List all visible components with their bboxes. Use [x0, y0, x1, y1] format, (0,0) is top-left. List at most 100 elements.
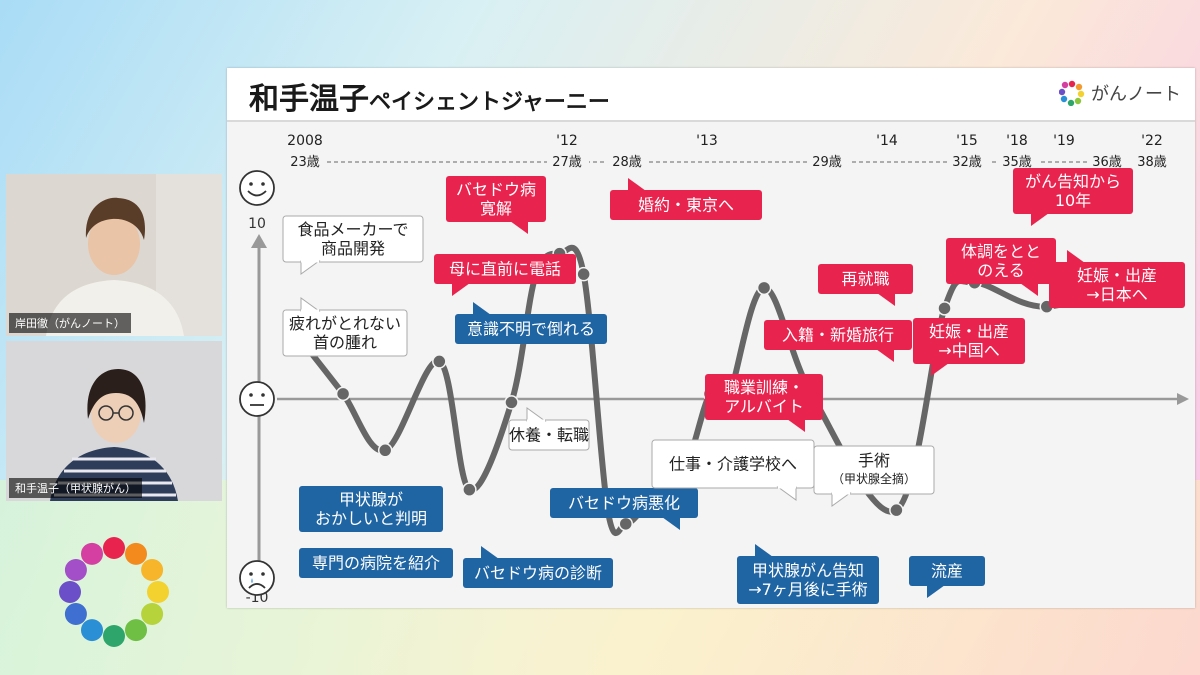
slide-title: 和手温子ペイシェントジャーニー — [249, 74, 610, 118]
event-label: 首の腫れ — [313, 333, 377, 352]
timeline-year: '15 — [956, 133, 978, 149]
journey-point — [937, 301, 952, 316]
brand-name: がんノート — [1091, 84, 1181, 105]
event-label: おかしいと判明 — [315, 509, 427, 528]
timeline-age: 27歳 — [552, 155, 582, 170]
event-label: 仕事・介護学校へ — [669, 455, 797, 474]
timeline-year: '14 — [876, 133, 898, 149]
journey-point — [618, 516, 634, 532]
logo-dot — [125, 619, 147, 642]
journey-point — [335, 386, 351, 402]
event-label: 商品開発 — [321, 239, 385, 258]
event-label: 入籍・新婚旅行 — [782, 326, 894, 345]
event-label: 体調をとと — [961, 242, 1041, 261]
logo-dot — [103, 625, 125, 647]
event-label: 妊娠・出産 — [929, 322, 1009, 341]
timeline-year: '18 — [1006, 133, 1028, 149]
event-label: がん告知から — [1025, 172, 1121, 191]
slide-title-sub: ペイシェントジャーニー — [369, 90, 610, 115]
timeline-age-bg — [947, 153, 989, 169]
timeline-age: 35歳 — [1002, 155, 1032, 170]
ganote-logo-icon — [59, 537, 169, 647]
timeline-age-bg — [285, 153, 327, 169]
event-label: →中国へ — [938, 341, 999, 360]
event-callout: 母に直前に電話 — [434, 254, 576, 296]
event-callout: バセドウ病の診断 — [463, 546, 613, 588]
event-label: 流産 — [931, 562, 963, 581]
journey-point — [576, 266, 591, 282]
event-label: 休養・転職 — [509, 426, 589, 445]
event-callout: 甲状腺がん告知→7ヶ月後に手術 — [737, 544, 879, 604]
timeline-age: 32歳 — [952, 155, 982, 170]
neutral-face-icon — [239, 381, 275, 417]
event-callout: 妊娠・出産→中国へ — [913, 318, 1025, 376]
timeline-age: 29歳 — [812, 155, 842, 170]
event-label: 食品メーカーで — [297, 220, 408, 239]
timeline-age-bg — [807, 153, 849, 169]
logo-dot — [141, 603, 164, 625]
brand-logo-icon — [1059, 80, 1085, 106]
journey-point — [377, 443, 393, 458]
event-callout: 婚約・東京へ — [610, 178, 762, 220]
event-label: →日本へ — [1086, 285, 1147, 304]
event-callout: 手術（甲状腺全摘） — [813, 445, 935, 507]
event-callout: 休養・転職 — [508, 407, 590, 451]
slide-header: 和手温子ペイシェントジャーニー がんノート — [227, 68, 1195, 122]
participant-1-name: 岸田徹（がんノート） — [9, 313, 131, 333]
event-callout: 意識不明で倒れる — [455, 302, 607, 344]
event-callout: 妊娠・出産→日本へ — [1049, 250, 1185, 308]
event-callout: 入籍・新婚旅行 — [764, 320, 912, 362]
logo-dot — [125, 542, 147, 565]
event-label: のえる — [977, 261, 1025, 280]
event-label: 甲状腺が — [339, 490, 403, 509]
event-label: 寛解 — [480, 199, 512, 218]
participant-video-2[interactable]: 和手温子（甲状腺がん） — [6, 341, 222, 501]
event-label: →7ヶ月後に手術 — [748, 580, 868, 599]
event-callout: 専門の病院を紹介 — [299, 548, 453, 578]
timeline-year: '19 — [1053, 133, 1075, 149]
slide-title-main: 和手温子 — [249, 82, 369, 117]
participant-video-1[interactable]: 岸田徹（がんノート） — [6, 174, 222, 336]
x-axis-arrow — [1177, 393, 1189, 405]
logo-dot — [64, 559, 87, 581]
logo-dot — [81, 619, 103, 642]
event-label: 母に直前に電話 — [449, 260, 561, 279]
timeline-age-bg — [1087, 153, 1129, 169]
logo-dot — [81, 542, 103, 565]
event-callout: 職業訓練・アルバイト — [705, 374, 823, 432]
event-label: 妊娠・出産 — [1077, 266, 1157, 285]
event-label: 婚約・東京へ — [638, 196, 734, 215]
event-sublabel: （甲状腺全摘） — [832, 471, 916, 486]
event-callout: 仕事・介護学校へ — [651, 439, 815, 501]
logo-dot — [64, 603, 87, 625]
event-label: バセドウ病 — [456, 180, 536, 199]
journey-point — [504, 395, 519, 410]
event-callout: 再就職 — [818, 264, 913, 306]
event-label: 職業訓練・ — [724, 378, 804, 397]
participant-1-avatar — [6, 174, 222, 336]
timeline-age-bg — [547, 153, 589, 169]
timeline-age: 38歳 — [1137, 155, 1167, 170]
event-callout: 流産 — [909, 556, 985, 598]
event-label: 甲状腺がん告知 — [752, 561, 864, 580]
happy-face-icon — [239, 170, 275, 206]
event-label: 再就職 — [841, 270, 889, 289]
timeline-year: '22 — [1141, 133, 1163, 149]
event-label: 疲れがとれない — [289, 314, 401, 333]
logo-dot — [147, 581, 169, 603]
event-label: バセドウ病悪化 — [568, 494, 680, 513]
logo-dot — [141, 559, 164, 581]
journey-point — [889, 502, 904, 518]
timeline-age: 36歳 — [1092, 155, 1122, 170]
event-label: 意識不明で倒れる — [467, 320, 595, 339]
timeline-age-bg — [997, 153, 1039, 169]
event-label: バセドウ病の診断 — [474, 564, 602, 583]
